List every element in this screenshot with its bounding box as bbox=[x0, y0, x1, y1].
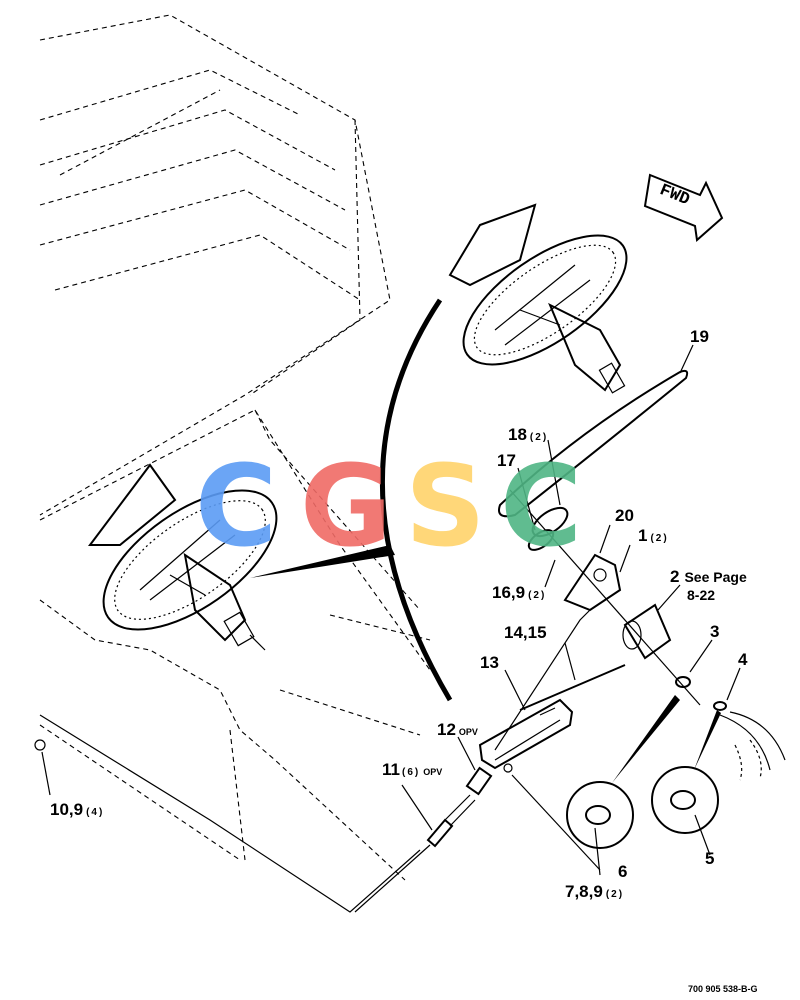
callout-13: 13 bbox=[480, 653, 499, 672]
callout-5: 5 bbox=[705, 849, 714, 868]
left-drive-wheel bbox=[88, 463, 278, 651]
callout-6: 6 bbox=[618, 862, 627, 881]
sensor-body bbox=[465, 766, 493, 796]
nut-part-4 bbox=[713, 701, 727, 711]
callout-10: 10,9(4) bbox=[50, 800, 104, 819]
callout-3: 3 bbox=[710, 622, 719, 641]
cgsc-watermark: C G S C bbox=[195, 442, 582, 572]
nut-part-3 bbox=[675, 676, 691, 688]
fwd-label: FWD bbox=[657, 181, 692, 210]
exploded-parts bbox=[34, 369, 786, 913]
callout-18: 18(2) bbox=[508, 425, 548, 444]
hydraulic-lines bbox=[719, 711, 786, 771]
mount-bracket bbox=[563, 553, 622, 612]
callout-16: 16,9(2) bbox=[492, 583, 546, 602]
drive-belt bbox=[498, 369, 689, 518]
washer-part-5 bbox=[651, 766, 719, 834]
watermark-letter-g: G bbox=[300, 442, 392, 572]
bearing-race bbox=[527, 529, 555, 551]
callout-20: 20 bbox=[615, 506, 634, 525]
mounting-bolt bbox=[34, 739, 46, 751]
washer-part-6 bbox=[566, 781, 634, 849]
detail-pointer bbox=[250, 545, 395, 578]
callout-7: 7,8,9(2) bbox=[565, 882, 624, 901]
housing-edge bbox=[39, 714, 421, 913]
detail-arc bbox=[380, 298, 453, 702]
callout-17: 17 bbox=[497, 451, 516, 470]
forward-direction-arrow: FWD bbox=[643, 173, 724, 242]
threaded-rod bbox=[519, 664, 626, 711]
right-drive-wheel bbox=[448, 203, 628, 394]
figure-id: 700 905 538-B-G bbox=[688, 984, 758, 994]
wire-harness-connector bbox=[426, 818, 454, 848]
watermark-letter-c1: C bbox=[195, 442, 277, 572]
callout-4: 4 bbox=[738, 650, 748, 669]
watermark-letter-s: S bbox=[405, 442, 486, 572]
bracket-arm bbox=[478, 698, 574, 770]
hardware-bolt bbox=[503, 763, 513, 773]
callout-1: 1(2) bbox=[638, 526, 669, 545]
watermark-letter-c2: C bbox=[500, 442, 582, 572]
callout-2-page: 8-22 bbox=[687, 587, 715, 603]
callout-19: 19 bbox=[690, 327, 709, 346]
callout-11: 11(6)OPV bbox=[382, 760, 442, 779]
callout-14-15: 14,15 bbox=[504, 623, 547, 642]
leader-lines bbox=[41, 344, 741, 876]
bearing-ring bbox=[531, 506, 569, 538]
motor-housing bbox=[623, 603, 672, 660]
